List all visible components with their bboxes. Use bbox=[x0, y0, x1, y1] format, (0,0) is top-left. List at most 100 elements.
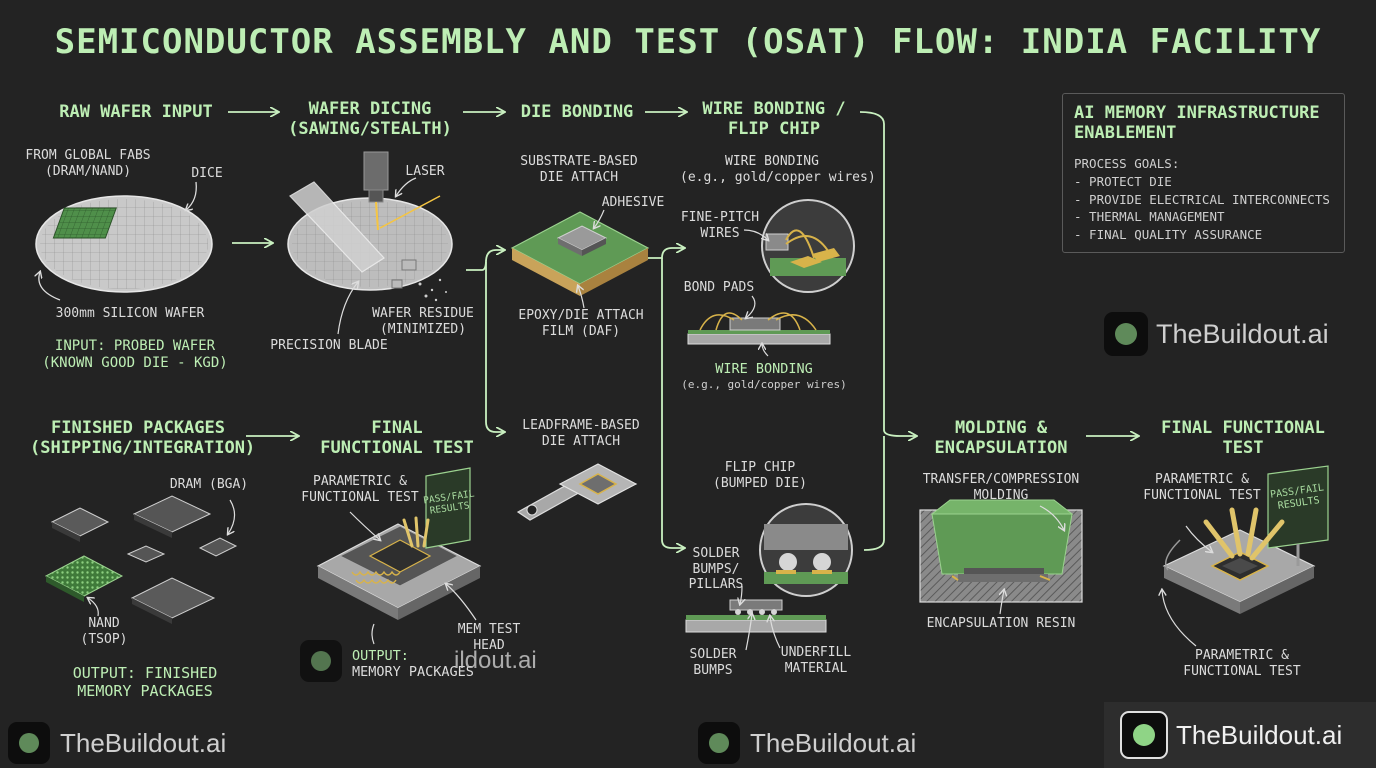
step-molding-line1: MOLDING & bbox=[954, 418, 1048, 438]
label-output-memory-packages: OUTPUT: MEMORY PACKAGES bbox=[352, 648, 480, 680]
label-substrate-line1: SUBSTRATE-BASED bbox=[520, 154, 638, 169]
step-final-test-line1: FINAL bbox=[371, 418, 423, 438]
step-molding-line2: ENCAPSULATION bbox=[934, 438, 1068, 459]
label-param-right-top-line2: FUNCTIONAL TEST bbox=[1143, 487, 1261, 503]
label-input-line1: INPUT: PROBED WAFER bbox=[54, 338, 216, 354]
step-final-test-line2: FUNCTIONAL TEST bbox=[320, 438, 474, 459]
label-underfill-line2: MATERIAL bbox=[784, 660, 848, 676]
process-goals-header: PROCESS GOALS: bbox=[1074, 156, 1180, 171]
label-solder-bumps-line1: SOLDER bbox=[689, 647, 737, 662]
label-wire-bonding-top-line1: WIRE BONDING bbox=[725, 154, 819, 169]
label-parametric-functional-right-top: PARAMETRIC & FUNCTIONAL TEST bbox=[1132, 472, 1272, 503]
watermark-text-partial: ildout.ai bbox=[454, 647, 537, 674]
label-param-left-line2: FUNCTIONAL TEST bbox=[301, 489, 419, 505]
label-leadframe-line2: DIE ATTACH bbox=[541, 433, 621, 449]
label-mem-test-line1: MEM TEST bbox=[457, 622, 521, 637]
label-nand-line2: (TSOP) bbox=[80, 631, 128, 647]
label-from-fabs-line1: FROM GLOBAL FABS bbox=[25, 148, 151, 163]
label-precision-blade: PRECISION BLADE bbox=[270, 338, 388, 353]
label-dice: DICE bbox=[191, 166, 223, 181]
label-nand-tsop: NAND (TSOP) bbox=[72, 616, 136, 647]
watermark-text: TheBuildout.ai bbox=[60, 727, 227, 758]
wafer-dicing-illustration bbox=[287, 151, 453, 335]
label-leadframe-die-attach: LEADFRAME-BASED DIE ATTACH bbox=[506, 418, 656, 449]
flow-arrows bbox=[228, 112, 1138, 550]
label-epoxy-daf: EPOXY/DIE ATTACH FILM (DAF) bbox=[506, 308, 656, 339]
step-final-functional-test-left: FINAL FUNCTIONAL TEST bbox=[300, 418, 494, 459]
label-leadframe-line1: LEADFRAME-BASED bbox=[522, 418, 640, 433]
step-wire-bonding-line1: WIRE BONDING / bbox=[702, 99, 846, 119]
finished-packages-illustration bbox=[44, 495, 238, 624]
process-goal-item: - THERMAL MANAGEMENT bbox=[1074, 209, 1225, 224]
watermark-logo-icon bbox=[698, 722, 740, 764]
step-wafer-dicing-line1: WAFER DICING bbox=[308, 99, 432, 119]
label-residue-line2: (MINIMIZED) bbox=[379, 321, 467, 337]
watermark-center-partial: ildout.ai bbox=[300, 640, 537, 682]
label-wire-bonding-bottom: WIRE BONDING bbox=[715, 361, 813, 377]
label-encapsulation-resin: ENCAPSULATION RESIN bbox=[926, 616, 1076, 631]
leadframe-die-attach-illustration bbox=[516, 463, 638, 521]
label-output-fin-line1: OUTPUT: FINISHED bbox=[72, 664, 218, 682]
label-solder-bumps-pillars: SOLDER BUMPS/ PILLARS bbox=[680, 546, 752, 593]
label-flip-chip-line1: FLIP CHIP bbox=[724, 460, 796, 475]
label-input-probed-wafer: INPUT: PROBED WAFER (KNOWN GOOD DIE - KG… bbox=[30, 338, 240, 372]
watermark-bottom-left: TheBuildout.ai bbox=[8, 722, 226, 764]
watermark-logo-icon bbox=[300, 640, 342, 682]
label-fine-pitch-wires: FINE-PITCH WIRES bbox=[672, 210, 768, 241]
process-goals-title: AI MEMORY INFRASTRUCTURE ENABLEMENT bbox=[1074, 103, 1320, 143]
label-output-line1: OUTPUT: bbox=[352, 648, 409, 664]
label-wire-bonding-top: WIRE BONDING (e.g., gold/copper wires) bbox=[680, 154, 876, 185]
watermark-logo-icon bbox=[1104, 312, 1148, 356]
step-wire-bonding-flip-chip: WIRE BONDING / FLIP CHIP bbox=[686, 99, 862, 140]
label-fine-pitch-line2: WIRES bbox=[700, 225, 740, 241]
process-goal-item: - PROTECT DIE bbox=[1074, 174, 1172, 189]
label-mem-test-head: MEM TEST HEAD bbox=[446, 622, 532, 653]
step-wafer-dicing: WAFER DICING (SAWING/STEALTH) bbox=[278, 99, 462, 140]
label-flip-chip-line2: (BUMPED DIE) bbox=[713, 475, 807, 491]
label-laser: LASER bbox=[405, 164, 445, 179]
label-param-right-bot-line1: PARAMETRIC & bbox=[1195, 648, 1289, 663]
process-goal-item: - FINAL QUALITY ASSURANCE bbox=[1074, 226, 1263, 242]
label-transfer-line1: TRANSFER/COMPRESSION bbox=[922, 472, 1080, 487]
label-solder-bumps-line2: BUMPS bbox=[693, 662, 733, 678]
step-wafer-dicing-line2: (SAWING/STEALTH) bbox=[288, 119, 452, 140]
label-substrate-die-attach: SUBSTRATE-BASED DIE ATTACH bbox=[506, 154, 652, 185]
label-residue-line1: WAFER RESIDUE bbox=[372, 306, 474, 321]
watermark-bottom-right: TheBuildout.ai bbox=[1104, 702, 1376, 768]
label-wafer-residue: WAFER RESIDUE (MINIMIZED) bbox=[364, 306, 482, 337]
label-input-line2: (KNOWN GOOD DIE - KGD) bbox=[42, 354, 228, 371]
process-goals-box: AI MEMORY INFRASTRUCTURE ENABLEMENT PROC… bbox=[1062, 93, 1345, 253]
label-flip-chip: FLIP CHIP (BUMPED DIE) bbox=[700, 460, 820, 491]
label-transfer-line2: MOLDING bbox=[973, 487, 1029, 503]
label-adhesive: ADHESIVE bbox=[601, 195, 665, 210]
step-final-func-line1: FINAL FUNCTIONAL bbox=[1161, 418, 1325, 438]
label-param-left-line1: PARAMETRIC & bbox=[313, 474, 407, 489]
step-finished-line2: (SHIPPING/INTEGRATION) bbox=[30, 438, 256, 459]
watermark-logo-icon bbox=[8, 722, 50, 764]
label-transfer-compression: TRANSFER/COMPRESSION MOLDING bbox=[910, 472, 1092, 503]
label-solder-pillars-line1: SOLDER bbox=[692, 546, 740, 561]
label-parametric-functional-right-bottom: PARAMETRIC & FUNCTIONAL TEST bbox=[1172, 648, 1312, 679]
page-title: SEMICONDUCTOR ASSEMBLY AND TEST (OSAT) F… bbox=[54, 22, 1322, 62]
step-raw-wafer-input: RAW WAFER INPUT bbox=[59, 102, 213, 122]
label-wire-bonding-top-line2: (e.g., gold/copper wires) bbox=[680, 169, 876, 185]
label-fine-pitch-line1: FINE-PITCH bbox=[680, 210, 760, 225]
process-goals-title-line2: ENABLEMENT bbox=[1074, 122, 1177, 143]
step-die-bonding: DIE BONDING bbox=[520, 102, 634, 122]
label-wire-bonding-bottom-eg: (e.g., gold/copper wires) bbox=[681, 378, 847, 391]
label-epoxy-line1: EPOXY/DIE ATTACH bbox=[518, 308, 644, 323]
label-mem-test-line2: HEAD bbox=[473, 637, 505, 653]
step-wire-bonding-line2: FLIP CHIP bbox=[727, 119, 821, 140]
flip-chip-illustration bbox=[685, 503, 853, 651]
label-underfill-material: UNDERFILL MATERIAL bbox=[770, 645, 862, 676]
label-param-right-bot-line2: FUNCTIONAL TEST bbox=[1183, 663, 1301, 679]
wire-bonding-illustration bbox=[687, 199, 855, 357]
label-substrate-line2: DIE ATTACH bbox=[539, 169, 619, 185]
label-underfill-line1: UNDERFILL bbox=[780, 645, 852, 660]
label-dram-bga: DRAM (BGA) bbox=[169, 477, 249, 492]
label-epoxy-line2: FILM (DAF) bbox=[541, 323, 621, 339]
label-from-fabs-line2: (DRAM/NAND) bbox=[44, 163, 132, 179]
molding-illustration bbox=[919, 499, 1083, 615]
